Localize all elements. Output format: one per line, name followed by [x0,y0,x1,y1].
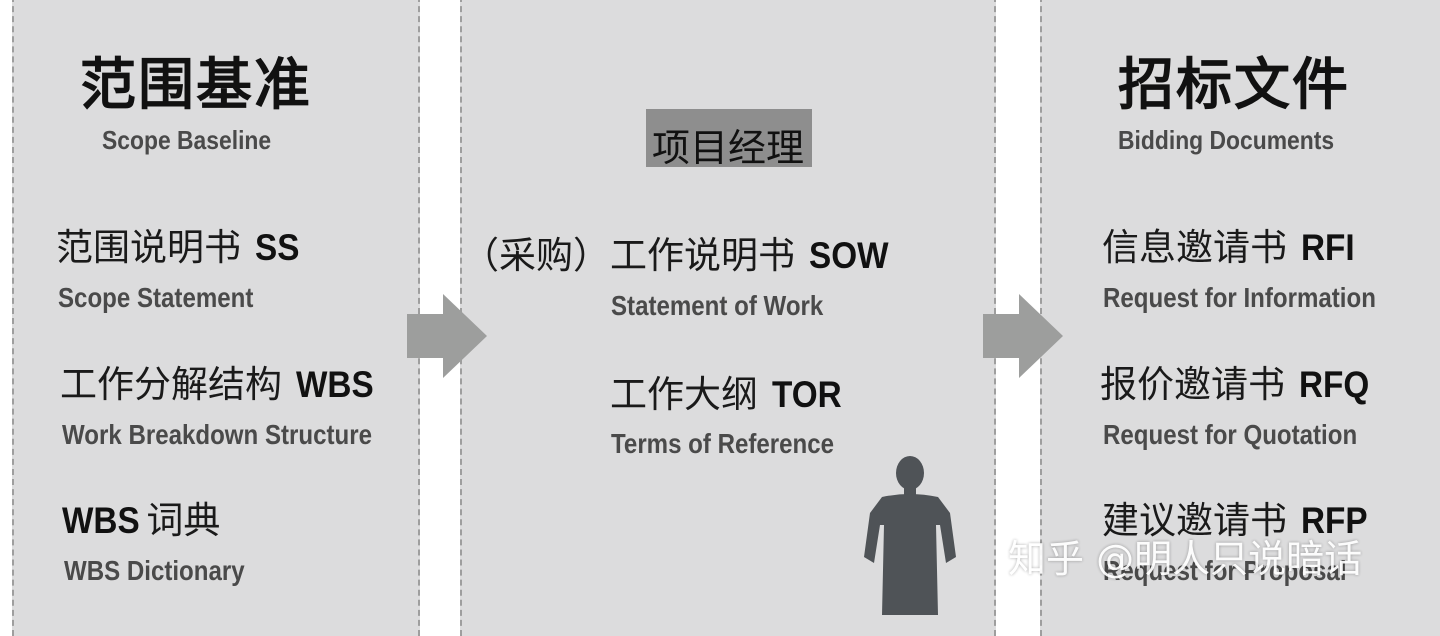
rfi-abbr: RFI [1301,227,1355,268]
tor-abbr: TOR [772,374,842,415]
wbs-dictionary-en: WBS Dictionary [64,555,245,586]
sow-prefix: （采购） [462,234,610,277]
scope-statement-en: Scope Statement [58,282,254,313]
rfq-heading: 报价邀请书 RFQ [1100,366,1377,403]
tor-heading: 工作大纲 TOR [610,376,849,413]
scope-statement-abbr: SS [255,227,300,268]
rfp-en: Request for Proposal [1103,555,1347,586]
scope-baseline-title: 范围基准 [80,53,312,118]
arrow-right-icon [407,294,487,378]
rfp-zh: 建议邀请书 [1102,499,1287,542]
scope-statement-zh: 范围说明书 [56,226,241,269]
rfi-zh: 信息邀请书 [1102,226,1287,269]
scope-baseline-subtitle: Scope Baseline [102,125,272,155]
rfq-abbr: RFQ [1299,364,1370,405]
wbs-dictionary-zh: 词典 [146,499,221,542]
zhihu-watermark: 知乎 @明人只说暗话 [1008,537,1363,581]
project-manager-label: 项目经理 [652,126,805,170]
bidding-documents-panel [1040,0,1440,636]
sow-zh: 工作说明书 [610,234,795,277]
rfi-en: Request for Information [1103,282,1376,313]
wbs-abbr: WBS [296,364,374,405]
wbs-dictionary-abbr: WBS [62,500,140,541]
sow-en: Statement of Work [611,290,824,321]
wbs-heading: 工作分解结构 WBS [60,366,382,403]
wbs-zh: 工作分解结构 [60,363,282,406]
wbs-en: Work Breakdown Structure [62,419,372,450]
arrow-right-icon [983,294,1063,378]
rfp-heading: 建议邀请书 RFP [1102,502,1375,539]
sow-heading: （采购）工作说明书 SOW [462,237,897,274]
rfi-heading: 信息邀请书 RFI [1102,229,1361,266]
tor-en: Terms of Reference [611,428,835,459]
rfp-abbr: RFP [1301,500,1368,541]
scope-baseline-panel [12,0,420,636]
scope-statement-heading: 范围说明书 SS [56,229,304,266]
person-silhouette-icon [864,456,956,615]
project-manager-highlight [646,109,812,167]
rfq-en: Request for Quotation [1103,419,1358,450]
bidding-documents-subtitle: Bidding Documents [1118,125,1335,155]
rfq-zh: 报价邀请书 [1100,363,1285,406]
tor-zh: 工作大纲 [610,373,758,416]
bidding-documents-title: 招标文件 [1118,53,1350,118]
sow-abbr: SOW [809,235,889,276]
